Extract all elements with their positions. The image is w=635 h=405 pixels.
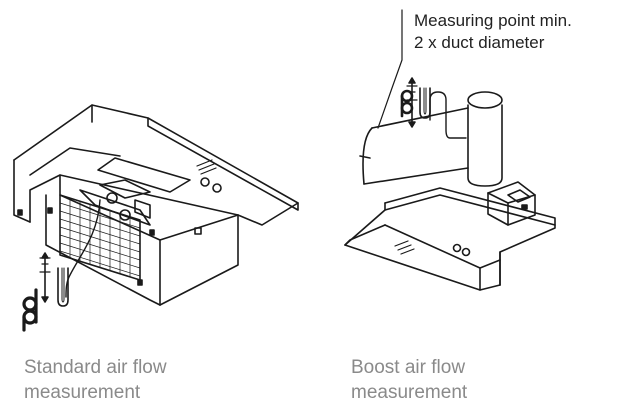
standard-cooker-hood (13, 104, 299, 306)
boost-caption: Boost air flow measurement (351, 355, 467, 405)
annotation-leader-line (377, 9, 403, 129)
right-manometer (400, 77, 431, 128)
note-line-2: 2 x duct diameter (414, 33, 545, 52)
standard-caption-line-2: measurement (24, 382, 141, 403)
left-manometer (39, 252, 69, 307)
grease-filter-mesh (59, 197, 141, 278)
boost-cooker-hood (344, 91, 556, 291)
boost-caption-line-1: Boost air flow (351, 357, 466, 378)
dp-symbol (22, 288, 38, 332)
boost-caption-line-2: measurement (351, 382, 468, 403)
measuring-point-note: Measuring point min. 2 x duct diameter (414, 10, 572, 54)
standard-caption: Standard air flow measurement (24, 355, 167, 405)
standard-caption-line-1: Standard air flow (24, 357, 167, 378)
note-line-1: Measuring point min. (414, 11, 572, 30)
